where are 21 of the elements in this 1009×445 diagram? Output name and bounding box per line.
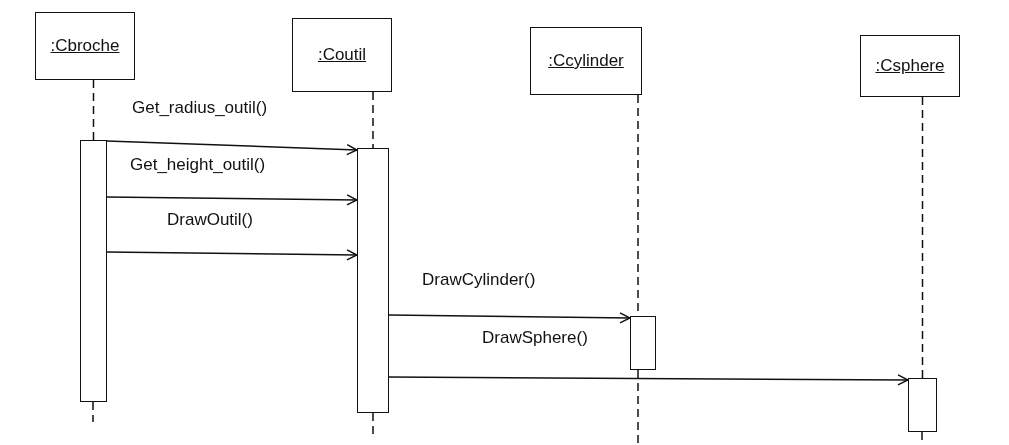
message-label: DrawOutil() xyxy=(165,210,255,230)
object-box: :Csphere xyxy=(860,35,960,97)
message-label: Get_radius_outil() xyxy=(130,98,270,118)
object-box: :Cbroche xyxy=(35,12,135,80)
message-label: Get_height_outil() xyxy=(128,155,268,175)
lifeline xyxy=(921,96,924,379)
activation-bar xyxy=(908,378,937,432)
message-arrow xyxy=(388,312,631,324)
message-label: DrawCylinder() xyxy=(420,270,538,290)
object-box: :Coutil xyxy=(292,18,392,92)
lifeline xyxy=(92,79,95,141)
message-arrow xyxy=(106,140,358,156)
object-box: :Ccylinder xyxy=(530,27,642,95)
message-arrow xyxy=(388,374,909,386)
activation-bar xyxy=(80,140,107,402)
message-arrow xyxy=(106,249,358,261)
message-label: DrawSphere() xyxy=(480,328,590,348)
message-arrow xyxy=(106,194,358,206)
lifeline xyxy=(372,91,374,149)
activation-bar xyxy=(630,316,656,370)
activation-bar xyxy=(357,148,389,413)
